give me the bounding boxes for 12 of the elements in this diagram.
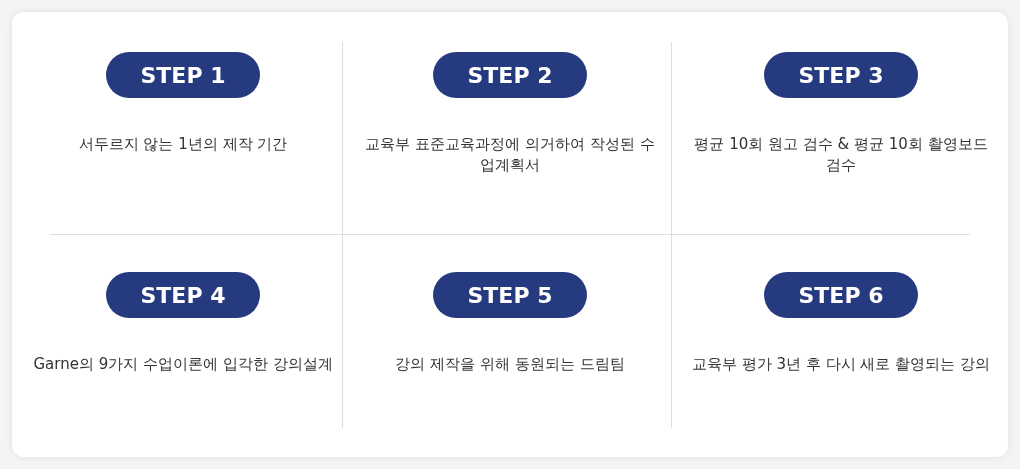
step-badge: STEP 3 bbox=[764, 52, 918, 98]
step-description: 강의 제작을 위해 동원되는 드림팀 bbox=[394, 354, 626, 375]
step-description: 서두르지 않는 1년의 제작 기간 bbox=[77, 134, 289, 155]
step-description: 교육부 평가 3년 후 다시 새로 촬영되는 강의 bbox=[691, 354, 991, 375]
step-badge: STEP 6 bbox=[764, 272, 918, 318]
step-badge: STEP 2 bbox=[433, 52, 587, 98]
step-description: 교육부 표준교육과정에 의거하여 작성된 수업계획서 bbox=[364, 134, 656, 176]
step-badge: STEP 1 bbox=[106, 52, 260, 98]
step-badge: STEP 5 bbox=[433, 272, 587, 318]
step-description: Garne의 9가지 수업이론에 입각한 강의설계 bbox=[33, 354, 333, 375]
step-badge: STEP 4 bbox=[106, 272, 260, 318]
step-description: 평균 10회 원고 검수 & 평균 10회 촬영보드 검수 bbox=[693, 134, 989, 176]
